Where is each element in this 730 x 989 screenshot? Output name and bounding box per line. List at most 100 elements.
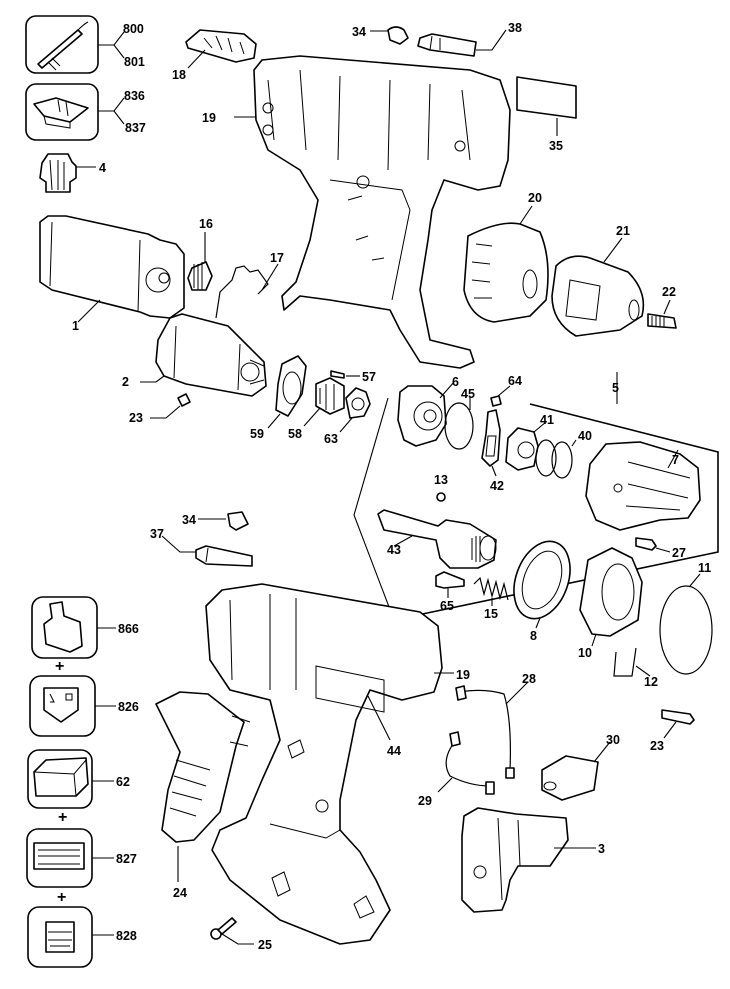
part-27-screw: 27 (635, 537, 686, 560)
part-43-spindle: 43 (377, 509, 497, 569)
part-58-planet-carrier: 58 (288, 377, 345, 441)
part-57-pin: 57 (330, 370, 376, 384)
part-59-washer: 59 (250, 355, 307, 441)
part-label-44: 44 (387, 744, 401, 758)
kit-828-charger-label: 828 (27, 906, 137, 968)
part-label-30: 30 (606, 733, 620, 747)
part-label-837: 837 (125, 121, 146, 135)
part-3-switch: 3 (461, 807, 605, 913)
part-label-16: 16 (199, 217, 213, 231)
part-label-29: 29 (418, 794, 432, 808)
part-30-forward-reverse-lever: 30 (541, 733, 620, 801)
part-label-826: 826 (118, 700, 139, 714)
part-15-spring: 15 (473, 576, 509, 621)
part-11-retaining-ring: 11 (659, 561, 713, 675)
part-label-3: 3 (598, 842, 605, 856)
kit-plus-2: + (58, 809, 67, 826)
part-17-wire-clip: 17 (215, 251, 284, 319)
part-label-40: 40 (578, 429, 592, 443)
part-24-grip: 24 (155, 691, 251, 900)
part-40-springs: 40 (535, 429, 592, 479)
kit-62-charger: 62 (27, 749, 130, 809)
part-13-ball: 13 (434, 473, 448, 502)
part-64-block: 64 (490, 374, 522, 407)
part-63-ring-gear: 63 (324, 387, 371, 446)
part-35-label: 35 (516, 76, 577, 153)
part-12-spring-clip: 12 (613, 647, 658, 689)
part-42-shift-plate: 42 (481, 409, 504, 493)
part-2-gearbox-housing: 2 (122, 313, 267, 397)
part-label-8: 8 (530, 629, 537, 643)
part-29-lead-wire: 29 (418, 731, 495, 808)
kit-836-837: 836 837 (25, 83, 146, 141)
part-19-housing-lower: 19 (205, 583, 470, 945)
part-label-10: 10 (578, 646, 592, 660)
part-38-bit: 38 (417, 21, 522, 57)
part-34-clip-top: 34 (352, 25, 409, 45)
soldering-tool-icon (37, 21, 89, 71)
part-label-6: 6 (452, 375, 459, 389)
part-25-screw: 25 (210, 917, 272, 952)
part-label-34-top: 34 (352, 25, 366, 39)
part-label-7: 7 (672, 453, 679, 467)
part-label-34-mid: 34 (182, 513, 196, 527)
part-label-27: 27 (672, 546, 686, 560)
part-label-37: 37 (150, 527, 164, 541)
part-label-15: 15 (484, 607, 498, 621)
part-44-nameplate: 44 (367, 695, 401, 758)
part-label-41: 41 (540, 413, 554, 427)
part-label-65: 65 (440, 599, 454, 613)
part-7-transmission-housing: 7 (585, 441, 701, 531)
part-label-18: 18 (172, 68, 186, 82)
part-label-4: 4 (99, 161, 106, 175)
part-label-42: 42 (490, 479, 504, 493)
part-20-chuck-sleeve-rear: 20 (463, 191, 549, 323)
part-label-45: 45 (461, 387, 475, 401)
part-6-gear-case: 6 (397, 375, 459, 447)
panel-divider-line (353, 397, 395, 621)
kit-826-battery-label: 826 (29, 675, 139, 737)
part-label-22: 22 (662, 285, 676, 299)
part-label-836: 836 (124, 89, 145, 103)
part-label-20: 20 (528, 191, 542, 205)
part-label-28: 28 (522, 672, 536, 686)
part-label-63: 63 (324, 432, 338, 446)
part-label-5: 5 (612, 381, 619, 395)
part-label-19-top: 19 (202, 111, 216, 125)
part-label-827: 827 (116, 852, 137, 866)
kit-plus-3: + (57, 889, 66, 906)
part-22-chuck-screw: 22 (647, 285, 677, 329)
part-label-13: 13 (434, 473, 448, 487)
part-label-801: 801 (124, 55, 145, 69)
kit-plus-1: + (55, 658, 64, 675)
part-18-battery-latch: 18 (172, 29, 257, 82)
part-label-64: 64 (508, 374, 522, 388)
part-37-bit: 37 (150, 527, 253, 567)
part-label-2: 2 (122, 375, 129, 389)
part-label-11: 11 (698, 561, 711, 575)
part-label-62: 62 (116, 775, 130, 789)
part-label-57: 57 (362, 370, 376, 384)
kit-800-801: 800 801 (25, 15, 145, 74)
part-23-screw-left: 23 (129, 393, 191, 425)
part-28-lead-wire: 28 (455, 672, 536, 779)
part-45-snap-ring: 45 (444, 387, 475, 450)
part-65-pin: 65 (435, 571, 465, 613)
part-21-chuck-sleeve-front: 21 (551, 224, 645, 337)
part-label-23-left: 23 (129, 411, 143, 425)
part-label-1: 1 (72, 319, 79, 333)
part-label-828: 828 (116, 929, 137, 943)
part-label-12: 12 (644, 675, 658, 689)
part-label-25: 25 (258, 938, 272, 952)
kit-866-battery: 866 (31, 596, 139, 659)
part-label-59: 59 (250, 427, 264, 441)
part-1-motor: 1 (39, 215, 185, 333)
part-4-terminal-block: 4 (39, 153, 106, 193)
part-label-21: 21 (616, 224, 630, 238)
part-label-866: 866 (118, 622, 139, 636)
part-label-38: 38 (508, 21, 522, 35)
part-10-collar: 10 (578, 547, 643, 660)
part-41-clutch-gear: 41 (505, 413, 554, 471)
part-8-clutch-ring: 8 (513, 540, 571, 643)
